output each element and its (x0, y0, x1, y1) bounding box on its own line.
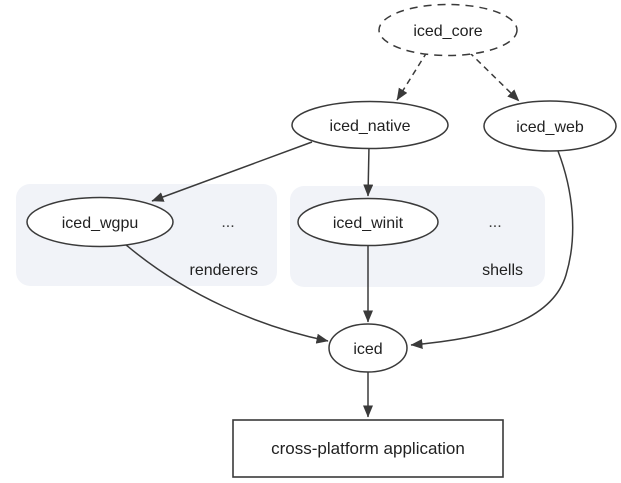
node-iced: iced (328, 323, 408, 373)
renderers-ellipsis: ... (221, 214, 234, 231)
iced-web-label: iced_web (516, 119, 584, 136)
node-iced-winit: iced_winit (297, 197, 439, 247)
iced-label: iced (353, 341, 382, 358)
iced-wgpu-ellipse (26, 196, 174, 248)
edge-iced-wgpu-to-iced (124, 243, 329, 344)
node-iced-web: iced_web (483, 100, 617, 152)
node-iced-wgpu: iced_wgpu (26, 196, 174, 248)
iced-core-label: iced_core (413, 23, 482, 40)
iced-core-ellipse (378, 3, 518, 57)
application-rect (232, 419, 504, 478)
node-iced-core: iced_core (378, 3, 518, 57)
edge-iced-core-to-iced-native (396, 51, 428, 101)
iced-wgpu-label: iced_wgpu (62, 215, 139, 232)
edge-iced-native-to-iced-wgpu (151, 141, 313, 202)
iced-native-label: iced_native (330, 118, 411, 135)
iced-native-ellipse (291, 100, 449, 150)
edge-iced-web-to-iced (410, 150, 574, 350)
shells-ellipsis: ... (488, 214, 501, 231)
edge-iced-native-to-iced-winit (363, 145, 374, 197)
renderers-group-label: renderers (190, 262, 258, 279)
node-iced-native: iced_native (291, 100, 449, 150)
iced-ellipse (328, 323, 408, 373)
iced-web-ellipse (483, 100, 617, 152)
iced-winit-label: iced_winit (333, 215, 404, 232)
shells-group-label: shells (482, 262, 523, 279)
node-application: cross-platform application (232, 419, 504, 478)
iced-winit-ellipse (297, 197, 439, 247)
application-label: cross-platform application (271, 439, 465, 458)
edge-iced-core-to-iced-web (468, 51, 520, 102)
